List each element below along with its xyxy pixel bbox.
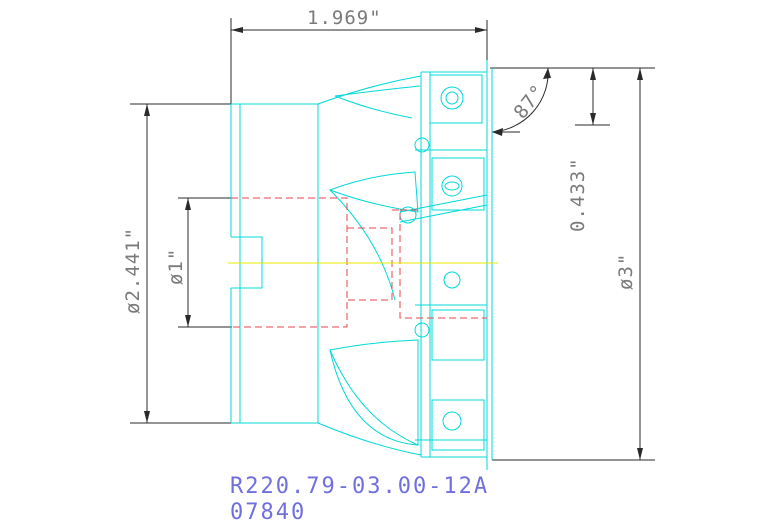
part-number: R220.79-03.00-12A <box>230 474 489 499</box>
lead-angle-label: 87° <box>510 80 550 123</box>
overall-length-label: 1.969" <box>307 7 382 29</box>
cutter-body <box>230 60 493 470</box>
insert-height-label: 0.433" <box>567 157 589 232</box>
cutter-diameter-label: ø3" <box>615 253 637 290</box>
bore-diameter-label: ø1" <box>165 248 187 285</box>
body-diameter-label: ø2.441" <box>122 227 144 314</box>
part-code: 07840 <box>230 500 306 523</box>
dimension-arrows <box>144 27 643 460</box>
